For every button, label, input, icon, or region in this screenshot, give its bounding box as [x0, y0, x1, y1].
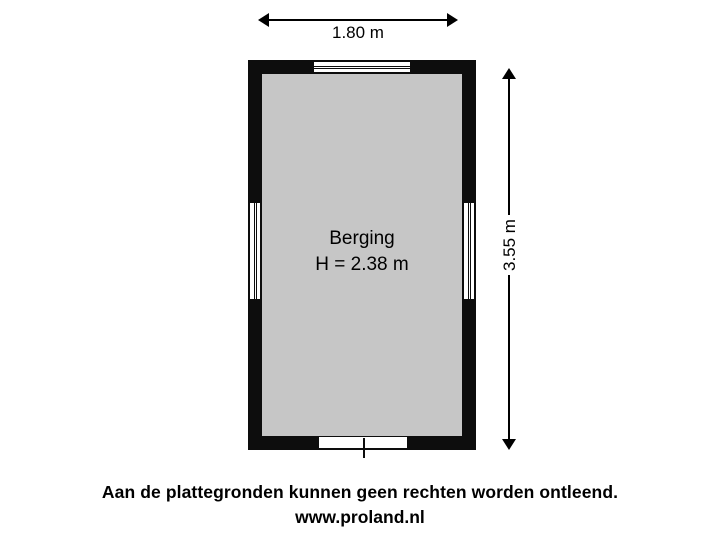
window-right — [463, 202, 475, 300]
window-top-pane — [314, 66, 410, 69]
arrow-up-icon — [502, 68, 516, 79]
room-floor-area — [262, 74, 462, 436]
footer-website: www.proland.nl — [295, 507, 425, 527]
footer-disclaimer: Aan de plattegronden kunnen geen rechten… — [101, 482, 619, 502]
door-bottom — [318, 436, 408, 458]
dimension-height-text: 3.55 m — [498, 215, 522, 275]
window-right-pane — [468, 203, 471, 299]
window-left-pane — [254, 203, 257, 299]
footer: Aan de plattegronden kunnen geen rechten… — [0, 482, 720, 528]
arrow-down-icon — [502, 439, 516, 450]
dimension-width: 1.80 m — [258, 12, 458, 43]
dimension-width-label: 1.80 m — [312, 23, 404, 43]
room-name: Berging — [329, 228, 395, 249]
room-height: H = 2.38 m — [315, 253, 409, 275]
dimension-line-horizontal — [264, 19, 452, 21]
room-plan: Berging H = 2.38 m — [248, 60, 476, 458]
dimension-height-label: 3.55 m — [498, 215, 522, 275]
arrow-right-icon — [447, 13, 458, 27]
dimension-height: 3.55 m — [494, 68, 526, 450]
window-left — [249, 202, 261, 300]
room-label: Berging H = 2.38 m — [248, 226, 476, 277]
window-top — [313, 61, 411, 73]
arrow-left-icon — [258, 13, 269, 27]
door-leaf-line — [363, 438, 365, 458]
